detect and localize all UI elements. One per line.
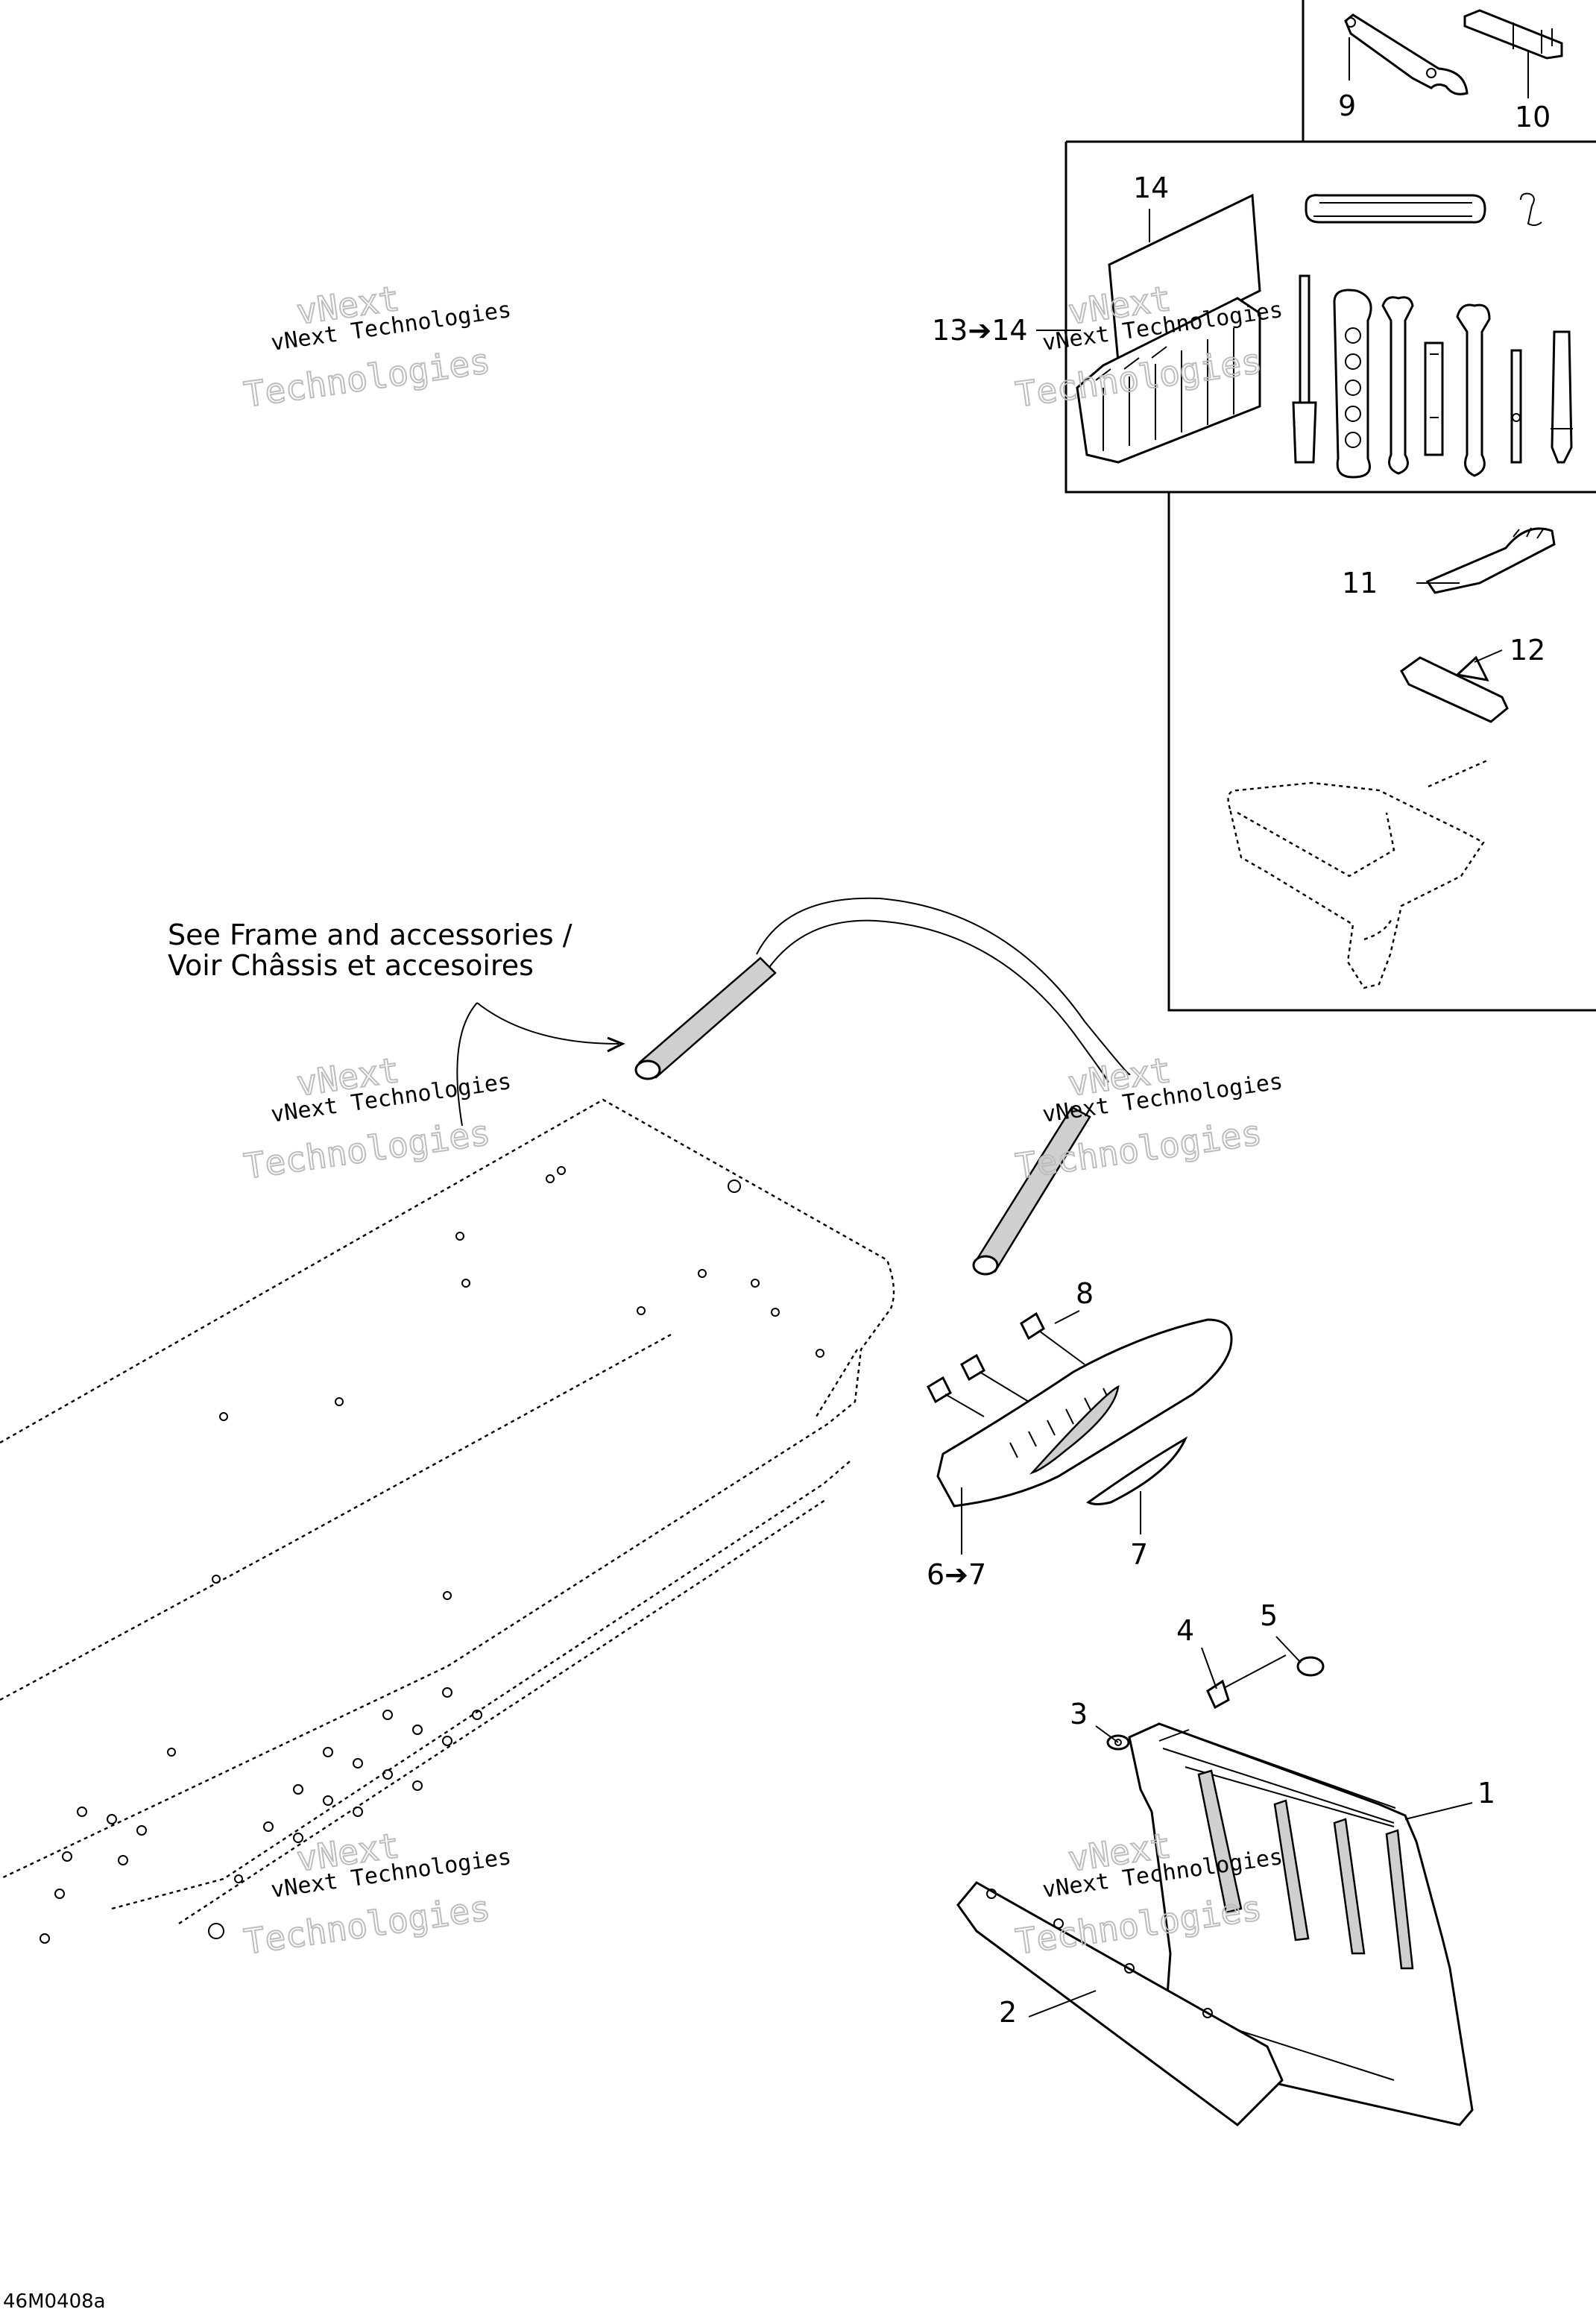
callout-11: 11 [1342,567,1378,599]
callout-labels: 1 2 3 4 5 6➔7 7 8 9 10 11 12 13➔14 14 [927,89,1551,2029]
reference-note: See Frame and accessories / Voir Châssis… [168,919,573,982]
leader-lines [456,37,1529,2018]
tunnel-frame-holes [40,1166,824,1944]
ring-5 [1296,1656,1325,1677]
callout-14: 14 [1133,171,1169,204]
figure-code: 46M0408a [3,2290,106,2313]
callout-3: 3 [1070,1698,1088,1730]
callout-10: 10 [1515,101,1551,133]
callout-9: 9 [1338,89,1356,122]
callout-1: 1 [1477,1777,1495,1810]
callout-12: 12 [1510,634,1545,667]
tool-bag-14 [1076,193,1261,464]
watermark-4: vNext Technologies vNext Technologies [1012,1049,1284,1188]
watermark-3: vNext Technologies vNext Technologies [241,1049,513,1188]
callout-4: 4 [1176,1614,1194,1647]
tool-kit-contents [1292,192,1573,479]
callout-2: 2 [999,1996,1017,2029]
tunnel-frame-outline [0,1098,895,1925]
callout-13-14: 13➔14 [932,314,1028,347]
rivet-4 [1206,1654,1287,1710]
insert-7 [1086,1436,1188,1505]
callout-5: 5 [1260,1599,1278,1632]
reference-note-line-1: See Frame and accessories / [168,919,573,951]
watermark-5: vNext Technologies vNext Technologies [241,1824,513,1963]
callout-7: 7 [1130,1538,1148,1571]
flap-plate-2 [956,1881,1284,2126]
callout-8: 8 [1076,1277,1094,1310]
spanner-wrench-9 [1344,13,1469,95]
bracket-12 [1400,655,1509,723]
callout-6-7: 6➔7 [927,1558,986,1591]
reference-note-line-2: Voir Châssis et accesoires [168,949,534,982]
screws-8 [927,1311,1085,1417]
part-11 [1425,527,1556,594]
rear-grip-6 [936,1318,1233,1508]
inset-frames [1064,0,1596,1012]
grab-handle [634,897,1131,1276]
tool-10 [1463,9,1563,60]
watermark-1: vNext Technologies vNext Technologies [241,277,513,416]
mounting-bracket-assembly [1227,759,1488,989]
